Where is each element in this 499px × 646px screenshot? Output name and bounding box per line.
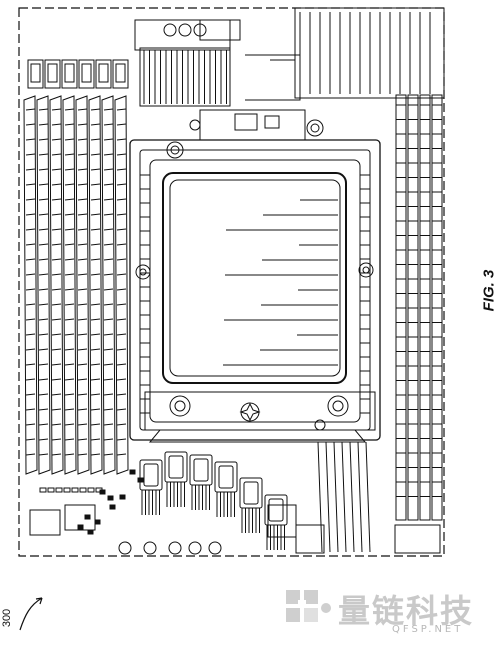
top-connector [27, 59, 44, 89]
top-heatsink [294, 7, 445, 99]
left-dimm [36, 95, 51, 475]
figure-label: FIG. 3 [480, 269, 498, 312]
smd-part [129, 469, 136, 475]
vrm-heatsink [189, 454, 213, 486]
smd-part [84, 514, 91, 520]
ribbon-cable [317, 441, 371, 553]
left-dimm-bank [23, 95, 129, 475]
smd-part [94, 519, 101, 525]
top-connector [44, 59, 61, 89]
cpu-package [162, 172, 347, 384]
top-components [134, 19, 241, 107]
left-dimm [23, 95, 38, 475]
left-dimm [88, 95, 103, 475]
watermark-text: 量链科技 [338, 592, 475, 630]
vrm-heatsink [139, 459, 163, 491]
bottom-components [29, 469, 441, 555]
vrm-heatsink [214, 461, 238, 493]
right-dimm [395, 94, 407, 521]
smd-part [137, 477, 144, 483]
socket-frame [129, 139, 381, 441]
left-dimm [101, 95, 116, 475]
right-dimm [431, 94, 443, 521]
watermark-subtext: QFSP.NET [392, 624, 464, 635]
right-dimm-bank [395, 94, 443, 521]
top-connector [61, 59, 78, 89]
top-connector-row [27, 59, 129, 89]
figure-border [18, 7, 445, 557]
vrm-heatsink-end [295, 524, 325, 554]
top-connector [112, 59, 129, 89]
reference-arrow [19, 597, 43, 631]
vrm-heatsink-end [267, 504, 297, 538]
load-plate [144, 391, 376, 443]
front-heatsink-array [139, 451, 325, 554]
smd-part [77, 524, 84, 530]
watermark-logo [286, 590, 331, 622]
left-dimm [62, 95, 77, 475]
vrm-heatsink [164, 451, 188, 483]
smd-part [109, 504, 116, 510]
smd-part [107, 495, 114, 501]
side-clips [135, 262, 374, 280]
top-connector [95, 59, 112, 89]
left-dimm [114, 95, 129, 475]
vrm-heatsink [239, 477, 263, 509]
right-dimm [419, 94, 431, 521]
right-dimm [407, 94, 419, 521]
left-dimm [75, 95, 90, 475]
smd-part [87, 529, 94, 535]
smd-part [119, 494, 126, 500]
reference-numeral: 300 [1, 608, 14, 628]
vrm-heatsink [264, 494, 288, 526]
socket-bracket [199, 54, 306, 141]
left-dimm [49, 95, 64, 475]
top-connector [78, 59, 95, 89]
